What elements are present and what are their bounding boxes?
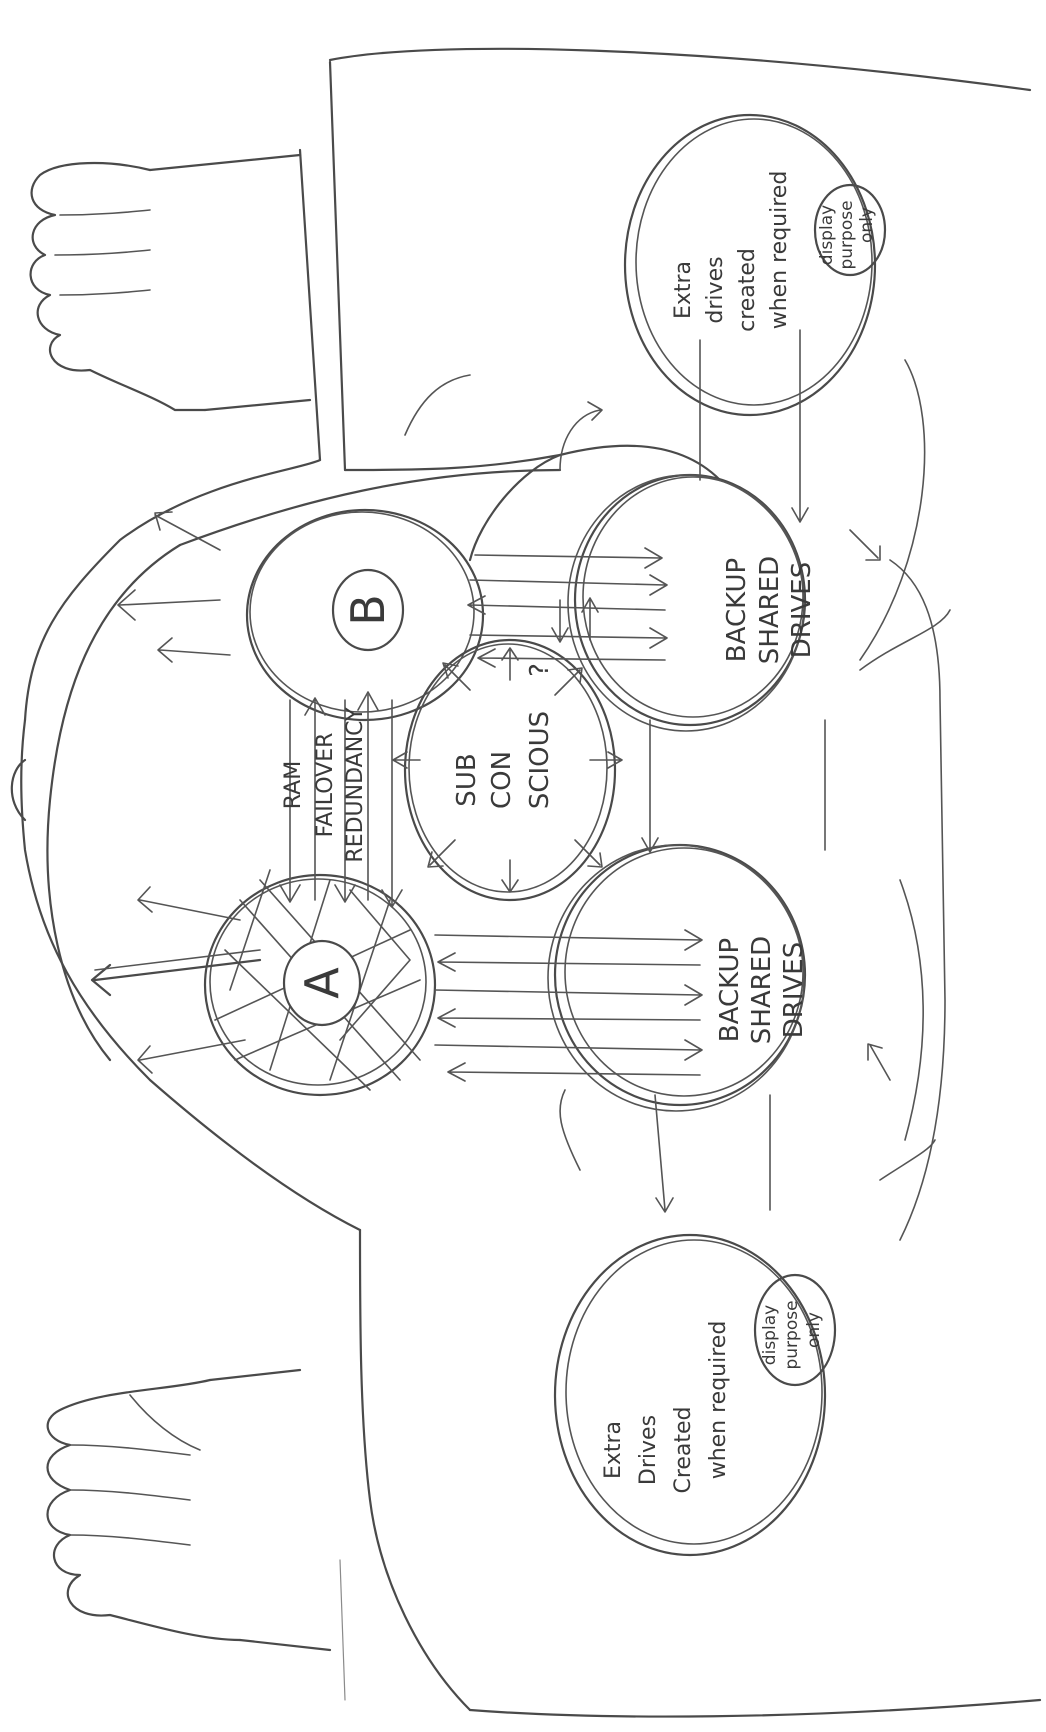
extra-bottom-line-3: Created: [671, 1406, 696, 1493]
extra-bottom-line-1: Extra: [601, 1421, 626, 1479]
extra-top-line-4: when required: [767, 171, 792, 330]
node-a-label: A: [295, 967, 349, 999]
backup-top-line-1: BACKUP: [722, 558, 752, 662]
extra-top-inner-1: display: [817, 205, 837, 265]
subconscious-line-2: CON: [487, 751, 517, 809]
extra-bottom-inner-2: purpose: [782, 1300, 802, 1369]
extra-top-line-3: created: [735, 248, 760, 332]
node-subconscious: SUB CON SCIOUS ?: [393, 640, 622, 900]
extra-drives-top: Extra drives created when required displ…: [625, 115, 885, 522]
arrows-a-to-backup: [435, 930, 702, 1081]
link-ab: RAM FAILOVER REDUNDANCY: [280, 692, 402, 907]
backup-drives-bottom: BACKUP SHARED DRIVES: [548, 845, 809, 1111]
backup-top-line-3: DRIVES: [787, 562, 817, 658]
backup-bottom-line-3: DRIVES: [779, 942, 809, 1038]
extra-top-inner-2: purpose: [837, 200, 857, 269]
node-b-label: B: [341, 594, 395, 626]
backup-bottom-line-2: SHARED: [747, 936, 777, 1044]
link-ab-line-1: RAM: [281, 761, 306, 809]
subconscious-line-3: SCIOUS: [525, 711, 555, 809]
hand-bottom-icon: [48, 1370, 331, 1650]
extra-drives-bottom: Extra Drives Created when required displ…: [555, 1235, 835, 1555]
arrows-b-to-backup: [468, 548, 667, 667]
extra-bottom-line-4: when required: [706, 1321, 731, 1480]
hand-top-icon: [31, 155, 310, 410]
node-a: A: [92, 870, 435, 1095]
link-ab-line-3: REDUNDANCY: [343, 707, 368, 863]
backup-top-line-2: SHARED: [755, 556, 785, 664]
extra-bottom-inner-3: only: [804, 1312, 824, 1348]
subconscious-line-1: SUB: [452, 753, 482, 806]
extra-bottom-inner-1: display: [760, 1305, 780, 1365]
extra-top-line-1: Extra: [671, 261, 696, 319]
extra-bottom-line-2: Drives: [636, 1415, 661, 1485]
extra-top-inner-3: only: [857, 207, 877, 243]
backup-bottom-line-1: BACKUP: [715, 938, 745, 1042]
link-ab-line-2: FAILOVER: [313, 733, 338, 838]
body-outline: [12, 49, 1040, 1717]
backup-drives-top: BACKUP SHARED DRIVES: [568, 475, 817, 731]
outer-loop: [850, 360, 950, 1240]
subconscious-question: ?: [525, 663, 555, 677]
extra-top-line-2: drives: [703, 256, 728, 323]
